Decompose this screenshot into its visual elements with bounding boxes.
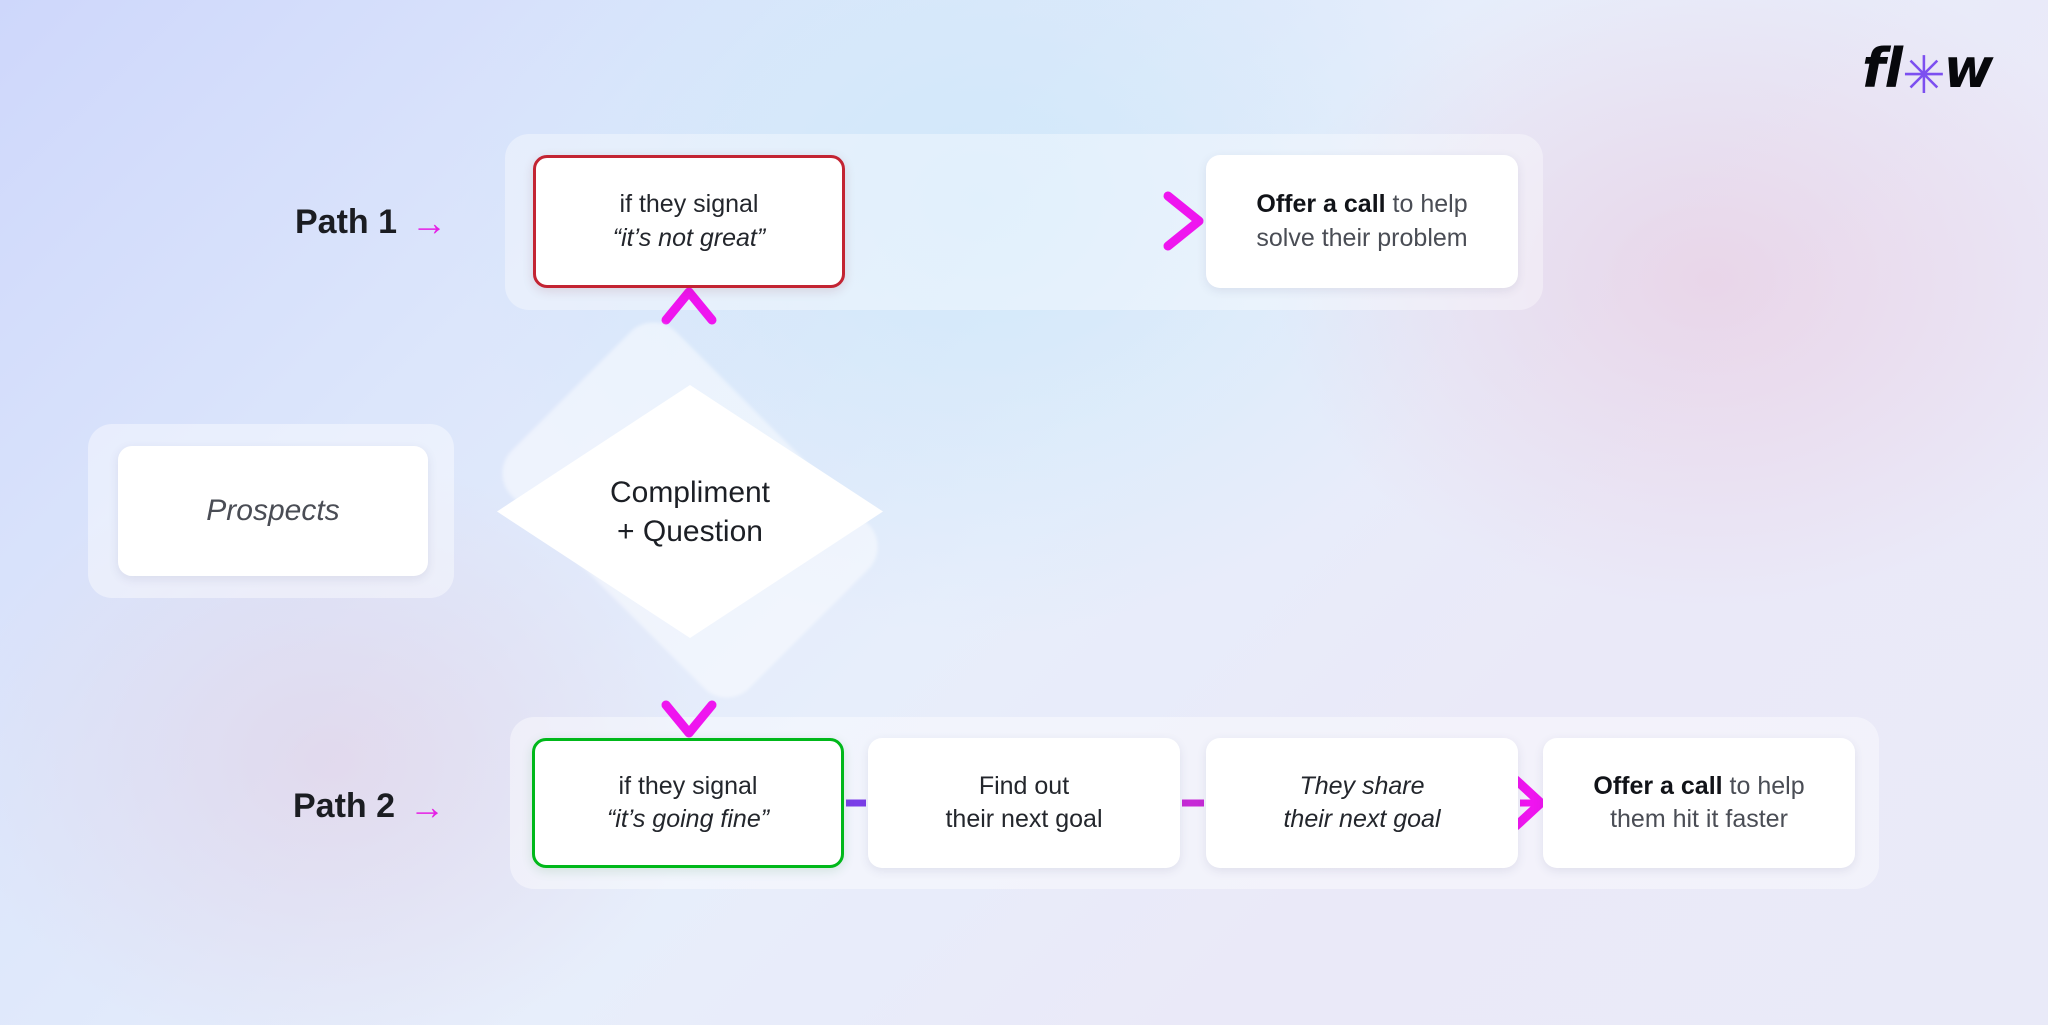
prospects-label: Prospects <box>206 493 340 527</box>
logo-prefix-text: fl <box>1862 37 1903 100</box>
asterisk-icon: ✳ <box>1902 46 1946 106</box>
they-share-line-2: their next goal <box>1283 805 1441 833</box>
path2-label: Path 2 → <box>293 787 445 826</box>
find-goal-line-2: their next goal <box>945 805 1103 833</box>
decision-line-2: + Question <box>617 514 763 548</box>
prospects-card[interactable]: Prospects <box>118 446 428 576</box>
path1-label: Path 1 → <box>295 203 447 242</box>
offer-call-2-rest: to help <box>1722 771 1805 800</box>
arrow-right-icon: → <box>411 201 448 243</box>
offer-call-1-rest: to help <box>1385 190 1468 218</box>
arrow-right-icon: → <box>409 785 446 827</box>
offer-call-2-line-2: them hit it faster <box>1610 805 1788 833</box>
path1-label-text: Path 1 <box>295 203 398 241</box>
offer-call-1-line-1: Offer a call to help <box>1256 188 1467 222</box>
offer-call-2-line-1: Offer a call to help <box>1593 770 1804 804</box>
signal-going-fine-line-1: if they signal <box>618 771 758 800</box>
they-share-line-1: They share <box>1299 771 1425 800</box>
offer-call-1-strong: Offer a call <box>1256 190 1386 218</box>
decision-line-1: Compliment <box>609 475 771 509</box>
card-find-next-goal[interactable]: Find out their next goal <box>868 738 1180 868</box>
card-offer-call-hit-faster[interactable]: Offer a call to help them hit it faster <box>1543 738 1855 868</box>
offer-call-1-line-2: solve their problem <box>1256 223 1468 252</box>
offer-call-2-strong: Offer a call <box>1593 771 1723 800</box>
card-signal-not-great[interactable]: if they signal “it’s not great” <box>533 155 845 288</box>
path2-label-text: Path 2 <box>293 787 396 825</box>
flow-logo: fl✳w <box>1862 42 1993 103</box>
signal-not-great-line-2: “it’s not great” <box>612 223 766 252</box>
card-signal-going-fine[interactable]: if they signal “it’s going fine” <box>532 738 844 868</box>
signal-not-great-line-1: if they signal <box>619 190 759 218</box>
card-they-share-next-goal[interactable]: They share their next goal <box>1206 738 1518 868</box>
logo-suffix-text: w <box>1943 37 1994 100</box>
card-offer-call-solve-problem[interactable]: Offer a call to help solve their problem <box>1206 155 1518 288</box>
find-goal-line-1: Find out <box>978 771 1070 800</box>
signal-going-fine-line-2: “it’s going fine” <box>606 805 770 833</box>
